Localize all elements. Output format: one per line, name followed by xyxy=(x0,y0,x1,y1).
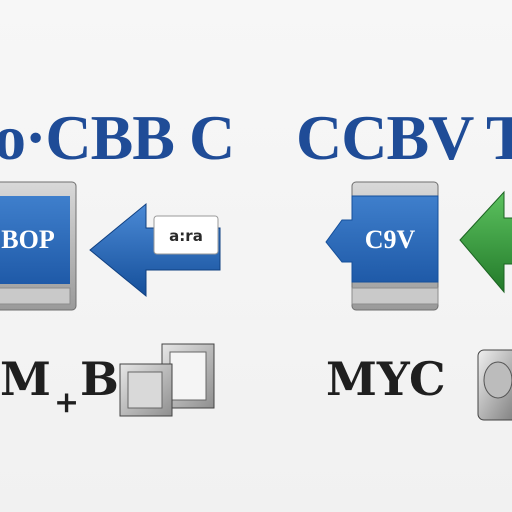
right-headline: CCBV T xyxy=(296,102,512,173)
right-device-icon xyxy=(477,349,512,421)
left-arrow-icon: a:ra xyxy=(89,202,221,298)
left-caption-plus: + xyxy=(54,385,80,420)
right-card-icon: C9V xyxy=(325,181,439,311)
left-headline: o·CBB C xyxy=(0,102,235,173)
left-caption: M xyxy=(0,352,51,406)
right-caption: MYC xyxy=(326,352,446,406)
left-card-icon: BOP xyxy=(0,181,77,311)
left-caption-b: B xyxy=(80,352,119,406)
right-arrow-icon xyxy=(459,190,512,294)
right-card-label: C9V xyxy=(365,225,416,254)
left-arrow-tag: a:ra xyxy=(169,227,203,245)
left-card-label: BOP xyxy=(1,225,55,254)
left-device-icon xyxy=(119,343,215,417)
